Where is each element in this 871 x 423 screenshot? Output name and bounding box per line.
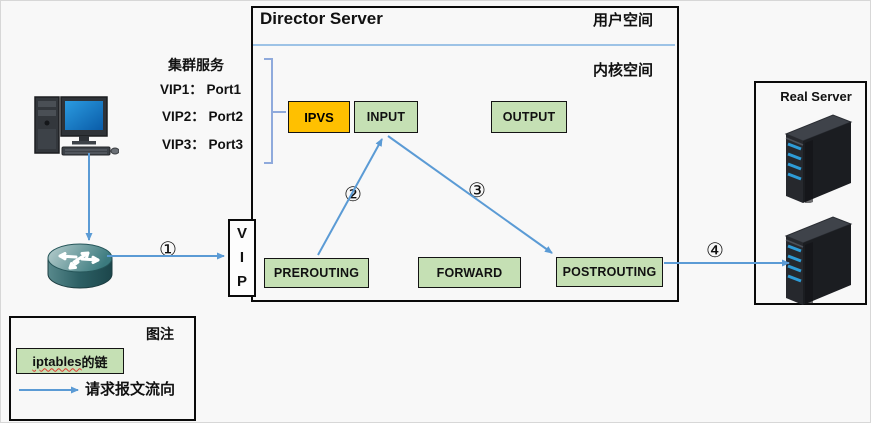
input-chain-box: INPUT [354, 101, 418, 133]
vip-letter-v: V [236, 225, 247, 242]
legend-chain-suffix: 的链 [81, 354, 108, 370]
flow-step-3: ③ [468, 178, 486, 202]
ipvs-box: IPVS [288, 101, 350, 133]
legend-title: 图注 [146, 326, 174, 342]
cluster-vip1: VIP1： Port1 [160, 82, 242, 97]
cluster-vip2: VIP2： Port2 [162, 109, 244, 124]
flow-step-1: ① [159, 237, 177, 261]
user-space-label: 用户空间 [593, 12, 654, 29]
server-tower-icon [783, 213, 855, 310]
director-server-title: Director Server [260, 9, 383, 28]
real-server-title: Real Server [780, 89, 852, 104]
vip-box: V I P [228, 219, 256, 297]
output-chain-box: OUTPUT [491, 101, 567, 133]
space-divider-line [253, 44, 675, 46]
vip-letter-p: P [236, 273, 247, 290]
cluster-vip3: VIP3： Port3 [162, 137, 244, 152]
forward-chain-box: FORWARD [418, 257, 521, 288]
cluster-service-title: 集群服务 [168, 57, 224, 73]
flow-step-2: ② [344, 182, 362, 206]
desktop-computer-icon [31, 93, 120, 162]
kernel-space-label: 内核空间 [593, 62, 654, 79]
server-tower-icon [783, 111, 855, 208]
director-server-box [251, 6, 679, 302]
legend-flow-label: 请求报文流向 [85, 381, 176, 398]
legend-chain-word: iptables [32, 353, 82, 369]
prerouting-chain-box: PREROUTING [264, 258, 369, 288]
postrouting-chain-box: POSTROUTING [556, 257, 663, 287]
router-icon [46, 238, 114, 299]
legend-box [9, 316, 196, 421]
flow-step-4: ④ [706, 238, 724, 262]
vip-letter-i: I [239, 249, 245, 266]
